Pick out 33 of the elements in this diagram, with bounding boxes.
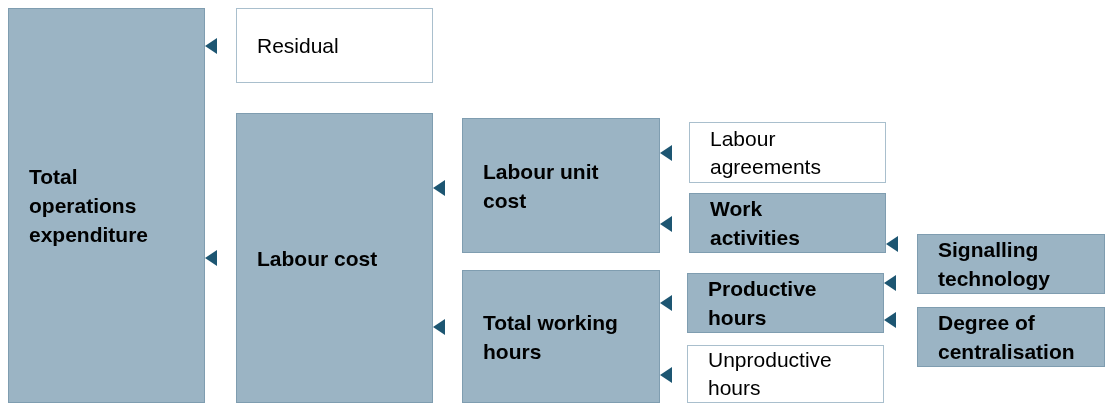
arrow xyxy=(433,319,445,335)
outlined-box xyxy=(687,345,884,403)
arrow xyxy=(884,275,896,291)
factor-box xyxy=(917,234,1105,294)
box-label: Labour agreements xyxy=(710,125,822,180)
arrow xyxy=(433,180,445,196)
factor-box xyxy=(687,273,884,333)
factor-box xyxy=(462,118,660,253)
arrow xyxy=(205,250,217,266)
box-label: Work activities xyxy=(710,196,801,251)
box-label: Labour unit cost xyxy=(483,158,600,214)
box-label: Productive hours xyxy=(708,276,818,331)
arrow xyxy=(886,236,898,252)
box-label: Signalling technology xyxy=(938,237,1051,292)
factor-box xyxy=(917,307,1105,367)
box-label: Total operations expenditure xyxy=(29,164,150,248)
arrow xyxy=(205,38,217,54)
box-label: Unproductive hours xyxy=(708,347,833,401)
box-label: Labour cost xyxy=(257,245,378,272)
box-label: Total working hours xyxy=(483,309,619,365)
outlined-box xyxy=(236,8,433,83)
factor-box xyxy=(689,193,886,253)
outlined-box xyxy=(689,122,886,183)
arrow xyxy=(660,216,672,232)
arrow xyxy=(660,295,672,311)
factor-box xyxy=(8,8,205,403)
arrow xyxy=(660,367,672,383)
factor-box xyxy=(236,113,433,403)
arrow xyxy=(660,145,672,161)
arrow xyxy=(884,312,896,328)
box-label: Degree of centralisation xyxy=(938,310,1076,365)
factor-box xyxy=(462,270,660,403)
box-label: Residual xyxy=(257,32,339,59)
